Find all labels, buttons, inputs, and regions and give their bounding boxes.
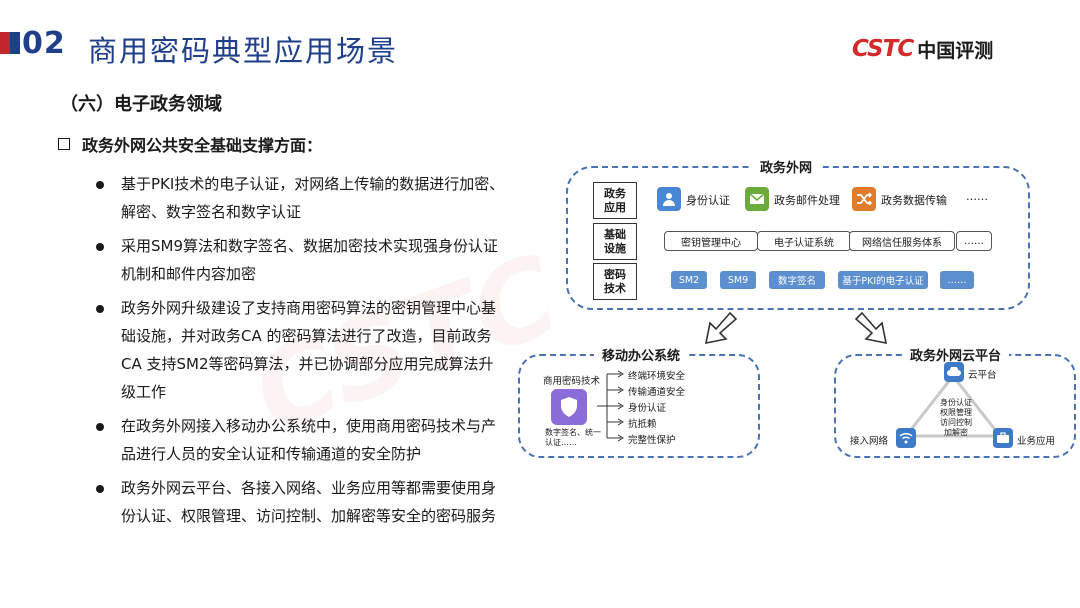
- infra-item: 密钥管理中心: [664, 231, 758, 251]
- square-bullet-icon: [58, 138, 70, 150]
- subheading-row: 政务外网公共安全基础支撑方面：: [58, 132, 322, 156]
- infra-item: 网络信任服务体系: [849, 231, 955, 251]
- cloud-platform-label: 云平台: [968, 370, 997, 381]
- mobile-office-title: 移动办公系统: [594, 345, 689, 364]
- bullet-item: 政务外网升级建设了支持商用密码算法的密钥管理中心基础设施，并对政务CA 的密码算…: [96, 294, 508, 406]
- row-label-apps: 政务 应用: [593, 182, 637, 219]
- crypto-chip: ……: [940, 271, 974, 289]
- cloud-icon: [944, 362, 964, 382]
- cloud-service: 身份认证: [940, 398, 972, 407]
- cloud-service: 权限管理: [940, 408, 972, 417]
- egov-network-title: 政务外网: [752, 157, 821, 176]
- shuffle-icon: [852, 187, 876, 211]
- cloud-service: 加解密: [944, 428, 968, 437]
- crypto-chip: 基于PKI的电子认证: [838, 271, 928, 289]
- bullet-dot-icon: [96, 243, 104, 251]
- bracket-lines: [597, 370, 624, 442]
- logo-text-cn: 中国评测: [917, 39, 994, 62]
- bullet-dot-icon: [96, 305, 104, 313]
- mobile-item: 传输通道安全: [628, 387, 686, 398]
- section-number: 02: [22, 26, 66, 61]
- cloud-platform-title: 政务外网云平台: [902, 345, 1010, 364]
- mobile-item: 抗抵赖: [628, 419, 657, 430]
- arrow-down-left-icon: [704, 311, 738, 345]
- bullet-item: 基于PKI技术的电子认证，对网络上传输的数据进行加密、解密、数字签名和数字认证: [96, 170, 508, 226]
- header-accent-red: [0, 32, 10, 54]
- apps-more: ……: [966, 190, 988, 203]
- bullet-text: 在政务外网接入移动办公系统中，使用商用密码技术与产品进行人员的安全认证和传输通道…: [121, 417, 497, 463]
- app-label-data: 政务数据传输: [881, 194, 947, 207]
- network-label: 接入网络: [850, 436, 889, 447]
- crypto-chip: SM2: [671, 271, 707, 289]
- mobile-item: 身份认证: [628, 403, 667, 414]
- mobile-tech-caption: 数字签名、统一认证……: [545, 428, 601, 447]
- infra-item: ……: [956, 231, 992, 251]
- header-accent-blue: [10, 32, 20, 54]
- bullet-item: 政务外网云平台、各接入网络、业务应用等都需要使用身份认证、权限管理、访问控制、加…: [96, 474, 508, 530]
- row-label-infra: 基础 设施: [593, 223, 637, 260]
- bullet-dot-icon: [96, 485, 104, 493]
- bullet-item: 在政务外网接入移动办公系统中，使用商用密码技术与产品进行人员的安全认证和传输通道…: [96, 412, 508, 468]
- logo-text-en: CSTC: [852, 36, 914, 62]
- mobile-item: 终端环境安全: [628, 371, 686, 382]
- app-label-auth: 身份认证: [686, 194, 730, 207]
- mail-icon: [745, 187, 769, 211]
- infra-item: 电子认证系统: [757, 231, 851, 251]
- crypto-chip: SM9: [720, 271, 756, 289]
- cloud-triangle: [902, 373, 1004, 438]
- bullet-list: 基于PKI技术的电子认证，对网络上传输的数据进行加密、解密、数字签名和数字认证 …: [96, 170, 508, 536]
- bullet-text: 采用SM9算法和数字签名、数据加密技术实现强身份认证机制和邮件内容加密: [121, 237, 499, 283]
- section-heading: （六）电子政务领域: [60, 94, 222, 115]
- subheading: 政务外网公共安全基础支撑方面：: [82, 136, 323, 155]
- wifi-icon: [896, 428, 916, 448]
- crypto-chip: 数字签名: [769, 271, 825, 289]
- app-label: 业务应用: [1017, 436, 1056, 447]
- mobile-tech-label: 商用密码技术: [543, 376, 601, 387]
- page-title: 商用密码典型应用场景: [88, 34, 399, 68]
- bullet-item: 采用SM9算法和数字签名、数据加密技术实现强身份认证机制和邮件内容加密: [96, 232, 508, 288]
- row-label-crypto: 密码 技术: [593, 263, 637, 300]
- cloud-services: 身份认证 权限管理 访问控制 加解密: [936, 398, 976, 438]
- bullet-dot-icon: [96, 181, 104, 189]
- bullet-text: 政务外网云平台、各接入网络、业务应用等都需要使用身份认证、权限管理、访问控制、加…: [121, 479, 497, 525]
- shield-icon: [551, 389, 587, 425]
- arrow-down-right-icon: [854, 311, 888, 345]
- briefcase-icon: [993, 428, 1013, 448]
- user-icon: [657, 187, 681, 211]
- bullet-text: 政务外网升级建设了支持商用密码算法的密钥管理中心基础设施，并对政务CA 的密码算…: [121, 299, 497, 401]
- cstc-logo: CSTC 中国评测: [852, 36, 993, 62]
- mobile-item: 完整性保护: [628, 435, 676, 446]
- app-label-mail: 政务邮件处理: [774, 194, 840, 207]
- cloud-service: 访问控制: [940, 418, 972, 427]
- bullet-text: 基于PKI技术的电子认证，对网络上传输的数据进行加密、解密、数字签名和数字认证: [121, 175, 505, 221]
- bullet-dot-icon: [96, 423, 104, 431]
